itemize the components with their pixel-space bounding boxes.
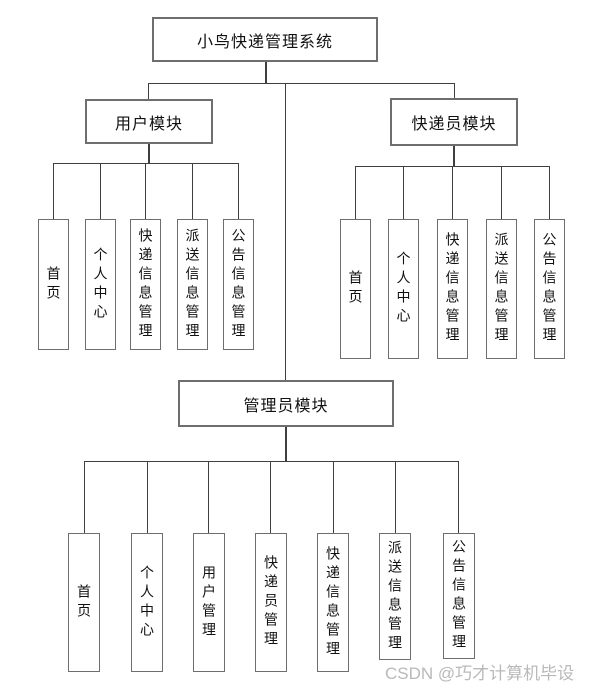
connector-line [453, 146, 455, 166]
connector-line [333, 461, 334, 533]
node-user-home-label: 首页 [45, 265, 62, 304]
node-user-delivery-info-mgmt: 派送信息管理 [177, 219, 208, 350]
node-admin-home-label: 首页 [76, 583, 92, 622]
connector-line [285, 83, 286, 380]
node-courier-express-info-mgmt: 快递信息管理 [437, 219, 468, 359]
connector-line [454, 83, 455, 98]
node-user-module-label: 用户模块 [114, 115, 183, 133]
connector-line [549, 166, 550, 219]
connector-line [452, 166, 453, 219]
node-admin-personal-center: 个人中心 [131, 533, 163, 672]
connector-line [501, 166, 502, 219]
node-admin-user-mgmt-label: 用户管理 [201, 564, 217, 641]
node-user-personal-center: 个人中心 [85, 219, 116, 350]
node-courier-delivery-info-mgmt-label: 派送信息管理 [493, 232, 510, 346]
node-user-personal-center-label: 个人中心 [92, 246, 109, 323]
node-courier-personal-center: 个人中心 [388, 219, 419, 359]
connector-line [53, 163, 54, 219]
node-admin-user-mgmt: 用户管理 [193, 533, 225, 672]
connector-line [458, 461, 459, 533]
node-courier-module: 快递员模块 [390, 98, 518, 146]
connector-line [285, 427, 287, 461]
connector-line [145, 163, 146, 219]
node-root-system: 小鸟快递管理系统 [152, 17, 378, 62]
node-admin-announcement-info-mgmt: 公告信息管理 [443, 533, 475, 659]
node-root-label: 小鸟快递管理系统 [196, 33, 333, 51]
connector-line [148, 83, 149, 99]
node-admin-courier-mgmt: 快递员管理 [255, 533, 287, 672]
connector-line [100, 163, 101, 219]
node-admin-express-info-mgmt: 快递信息管理 [317, 533, 349, 672]
connector-line [192, 163, 193, 219]
node-user-express-info-mgmt: 快递信息管理 [130, 219, 161, 350]
node-courier-express-info-mgmt-label: 快递信息管理 [444, 232, 461, 346]
csdn-watermark: CSDN @巧才计算机毕设 [385, 664, 575, 683]
connector-line [148, 143, 150, 163]
node-courier-home: 首页 [340, 219, 371, 359]
node-user-delivery-info-mgmt-label: 派送信息管理 [184, 227, 201, 342]
connector-line [148, 83, 455, 84]
node-user-announcement-info-mgmt-label: 公告信息管理 [230, 227, 247, 342]
node-courier-delivery-info-mgmt: 派送信息管理 [486, 219, 517, 359]
connector-line [208, 461, 209, 533]
node-admin-express-info-mgmt-label: 快递信息管理 [325, 545, 341, 660]
connector-line [53, 163, 239, 164]
connector-line [238, 163, 239, 219]
node-user-home: 首页 [38, 219, 69, 350]
node-admin-delivery-info-mgmt: 派送信息管理 [379, 533, 411, 660]
node-courier-personal-center-label: 个人中心 [395, 251, 412, 327]
connector-line [147, 461, 148, 533]
node-courier-module-label: 快递员模块 [411, 116, 497, 133]
connector-line [84, 461, 459, 462]
node-courier-home-label: 首页 [347, 270, 364, 308]
connector-line [395, 461, 396, 533]
node-admin-personal-center-label: 个人中心 [139, 564, 155, 641]
node-user-announcement-info-mgmt: 公告信息管理 [223, 219, 254, 350]
connector-line [270, 461, 271, 533]
node-admin-courier-mgmt-label: 快递员管理 [263, 555, 279, 650]
node-admin-home: 首页 [68, 533, 100, 672]
node-courier-announcement-info-mgmt: 公告信息管理 [534, 219, 565, 359]
node-courier-announcement-info-mgmt-label: 公告信息管理 [541, 232, 558, 346]
node-admin-announcement-info-mgmt-label: 公告信息管理 [451, 539, 467, 653]
connector-line [403, 166, 404, 219]
node-user-module: 用户模块 [85, 99, 213, 144]
connector-line [355, 166, 356, 219]
connector-line [265, 61, 267, 84]
connector-line [84, 461, 85, 533]
node-user-express-info-mgmt-label: 快递信息管理 [137, 227, 154, 342]
node-admin-delivery-info-mgmt-label: 派送信息管理 [387, 539, 403, 654]
node-admin-module-label: 管理员模块 [243, 397, 329, 415]
node-admin-module: 管理员模块 [178, 380, 394, 427]
